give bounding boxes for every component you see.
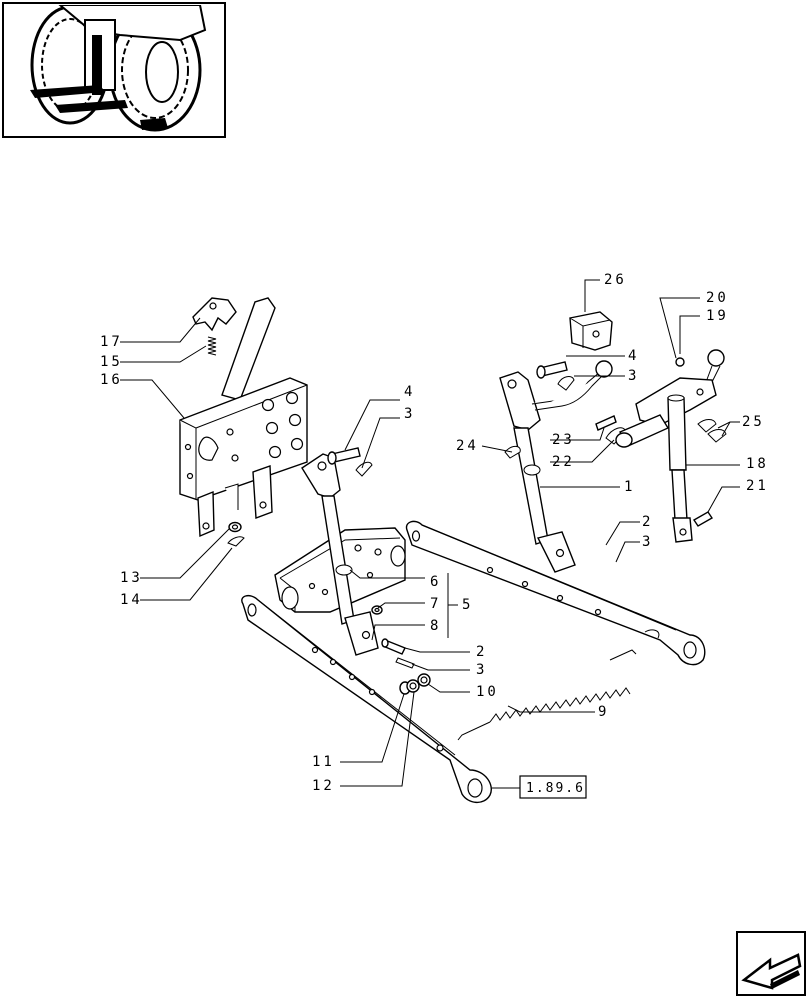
- lower-link-right: [405, 520, 706, 666]
- callout-13: 13: [120, 570, 143, 586]
- callout-14: 14: [120, 592, 143, 608]
- callout-26: 26: [604, 272, 627, 288]
- callout-22: 22: [552, 454, 575, 470]
- bolt-part-4-left: [327, 447, 361, 465]
- callout-5: 5: [462, 597, 473, 613]
- clip-part-3-left: [355, 461, 373, 477]
- callout-20: 20: [706, 290, 729, 306]
- washer-part-12: [406, 679, 420, 693]
- callout-15: 15: [100, 354, 123, 370]
- reference-box[interactable]: 1.89.6: [519, 775, 587, 799]
- tractor-thumbnail[interactable]: [2, 2, 226, 138]
- latch-part-17: [192, 297, 237, 332]
- callout-25: 25: [742, 414, 765, 430]
- callout-24: 24: [456, 438, 479, 454]
- callout-23: 23: [552, 432, 575, 448]
- callout-11: 11: [312, 754, 335, 770]
- nut-part-7: [371, 605, 383, 615]
- callout-6: 6: [430, 574, 441, 590]
- clip-part-3-lower: [395, 657, 415, 669]
- lift-rod-left: [301, 453, 379, 656]
- mounting-bracket: [179, 297, 308, 538]
- callout-8: 8: [430, 618, 441, 634]
- tension-spring-part-9: [457, 649, 637, 741]
- spring-part-15: [207, 336, 217, 356]
- lift-rod-right: [499, 360, 613, 573]
- nut-part-13: [228, 521, 242, 533]
- callout-1: 1: [624, 479, 635, 495]
- reference-label: 1.89.6: [526, 781, 585, 796]
- callout-21: 21: [746, 478, 769, 494]
- callout-19: 19: [706, 308, 729, 324]
- callout-4-top: 4: [628, 348, 639, 364]
- callout-2-right: 2: [642, 514, 653, 530]
- callout-12: 12: [312, 778, 335, 794]
- washer-part-10: [417, 673, 431, 687]
- pin-part-2-lower: [381, 638, 406, 655]
- callout-2-lower: 2: [476, 644, 487, 660]
- pin-part-23: [595, 415, 617, 431]
- callout-3-lower: 3: [476, 662, 487, 678]
- callout-9: 9: [598, 704, 609, 720]
- clip-part-24: [504, 445, 521, 459]
- callout-10: 10: [476, 684, 499, 700]
- leveling-assembly: [615, 349, 727, 543]
- bracket-part-26: [569, 311, 613, 351]
- lower-link-left: [241, 594, 492, 804]
- callout-3-right: 3: [642, 534, 653, 550]
- callout-18: 18: [746, 456, 769, 472]
- callout-16: 16: [100, 372, 123, 388]
- pin-part-14: [227, 536, 245, 547]
- callout-3-middle: 3: [404, 406, 415, 422]
- callout-4-middle: 4: [404, 384, 415, 400]
- leader-lines: [120, 279, 740, 789]
- callout-labels: 17 15 16 13 14 4 3 6 7 8 5 2 3 10 11 12 …: [100, 272, 769, 794]
- callout-17: 17: [100, 334, 123, 350]
- callout-7: 7: [430, 596, 441, 612]
- callout-3-top: 3: [628, 368, 639, 384]
- arrow-back-icon[interactable]: [736, 931, 806, 996]
